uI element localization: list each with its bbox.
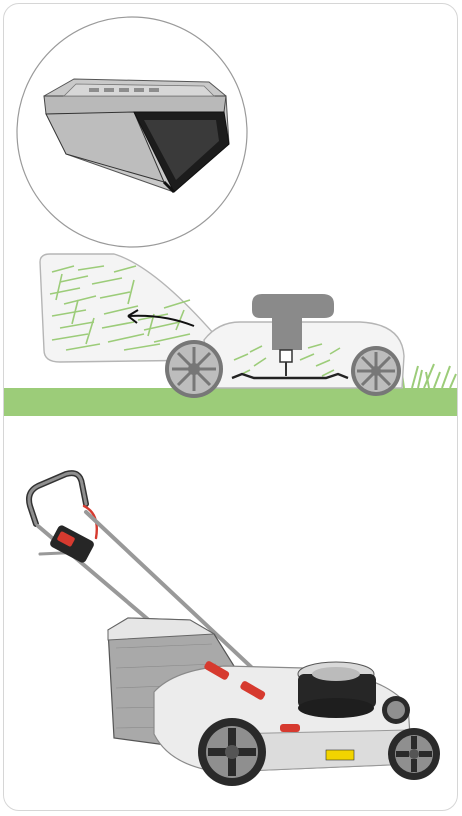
height-lever bbox=[280, 724, 300, 732]
safety-switch bbox=[49, 524, 96, 564]
grass-collection-diagram bbox=[4, 4, 457, 434]
rear-wheel bbox=[165, 340, 223, 398]
mower-svg bbox=[4, 434, 458, 811]
diagram-svg bbox=[4, 4, 458, 434]
rear-wheel-photo bbox=[198, 718, 266, 786]
grass-tufts bbox=[402, 364, 456, 388]
grass-bag-inset bbox=[17, 17, 247, 247]
warning-label bbox=[326, 750, 354, 760]
ground-strip bbox=[4, 388, 458, 416]
product-feature-card bbox=[3, 3, 458, 811]
motor-housing bbox=[298, 662, 376, 718]
front-wheel bbox=[351, 346, 401, 396]
lawn-mower-photo bbox=[4, 434, 457, 811]
mower-cutaway bbox=[40, 254, 404, 398]
